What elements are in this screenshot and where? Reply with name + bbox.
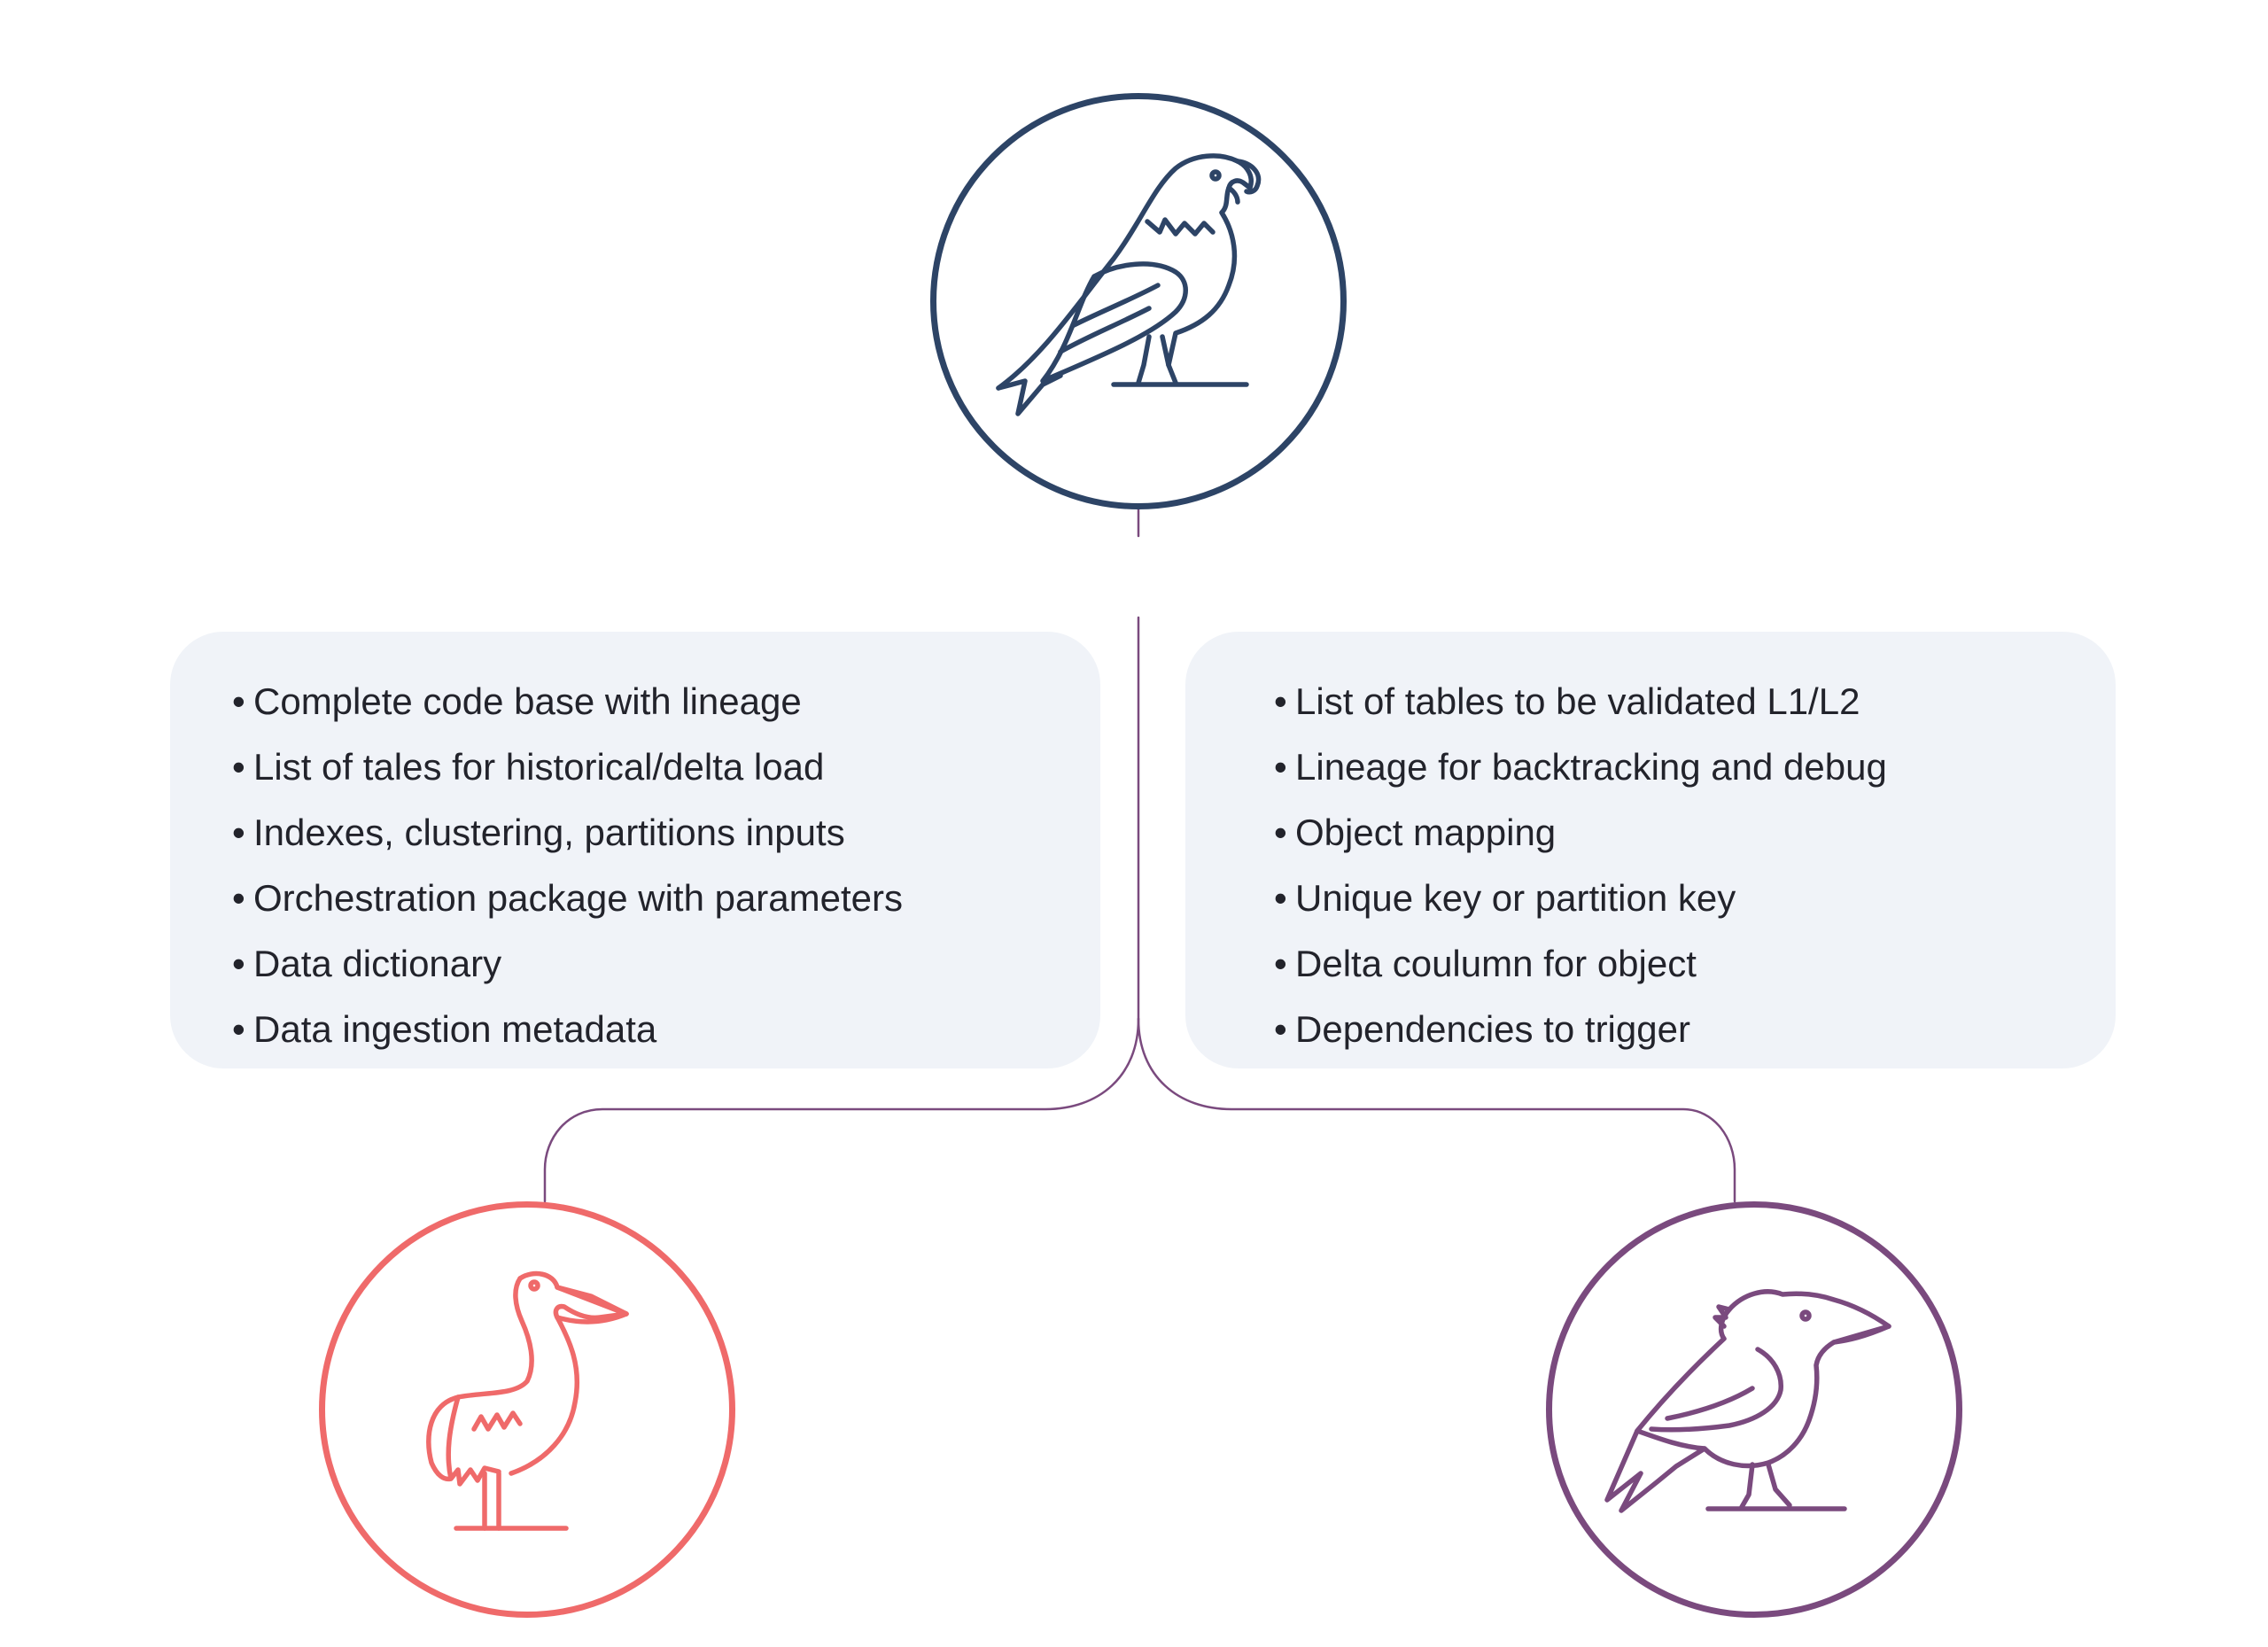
list-item-text: Lineage for backtracking and debug <box>1295 746 1887 788</box>
connector-to-crow <box>1137 1017 1736 1203</box>
list-item-text: Unique key or partition key <box>1295 877 1736 919</box>
right-info-panel: •List of tables to be validated L1/L2 •L… <box>1185 632 2116 1068</box>
eagle-icon <box>996 153 1262 416</box>
list-item: •Indexes, clustering, partitions inputs <box>232 812 845 853</box>
list-item-text: List of tales for historical/delta load <box>253 746 825 788</box>
connector-to-pelican <box>543 1017 1140 1203</box>
list-item: •Dependencies to trigger <box>1274 1008 1690 1050</box>
right-info-list: •List of tables to be validated L1/L2 •L… <box>1185 669 2116 1062</box>
crow-circle <box>1546 1201 1962 1618</box>
list-item-text: Dependencies to trigger <box>1295 1008 1690 1050</box>
pelican-icon <box>426 1270 629 1531</box>
list-item: •Lineage for backtracking and debug <box>1274 746 1887 788</box>
list-item: •Object mapping <box>1274 812 1557 853</box>
pelican-circle <box>319 1201 735 1618</box>
list-item-text: Complete code base with lineage <box>253 680 802 722</box>
list-item: •List of tales for historical/delta load <box>232 746 825 788</box>
list-item-text: Data dictionary <box>253 943 502 984</box>
list-item: •List of tables to be validated L1/L2 <box>1274 680 1860 722</box>
list-item: •Unique key or partition key <box>1274 877 1736 919</box>
list-item: •Data dictionary <box>232 943 502 984</box>
list-item-text: List of tables to be validated L1/L2 <box>1295 680 1860 722</box>
list-item: •Complete code base with lineage <box>232 680 802 722</box>
list-item: •Delta coulumn for object <box>1274 943 1697 984</box>
list-item-text: Object mapping <box>1295 812 1557 853</box>
crow-icon <box>1604 1289 1891 1513</box>
list-item-text: Indexes, clustering, partitions inputs <box>253 812 845 853</box>
list-item-text: Data ingestion metadata <box>253 1008 657 1050</box>
list-item: •Data ingestion metadata <box>232 1008 657 1050</box>
list-item-text: Delta coulumn for object <box>1295 943 1697 984</box>
list-item-text: Orchestration package with parameters <box>253 877 904 919</box>
eagle-circle <box>930 93 1347 509</box>
left-info-panel: •Complete code base with lineage •List o… <box>170 632 1100 1068</box>
list-item: •Orchestration package with parameters <box>232 877 904 919</box>
left-info-list: •Complete code base with lineage •List o… <box>170 669 1100 1062</box>
